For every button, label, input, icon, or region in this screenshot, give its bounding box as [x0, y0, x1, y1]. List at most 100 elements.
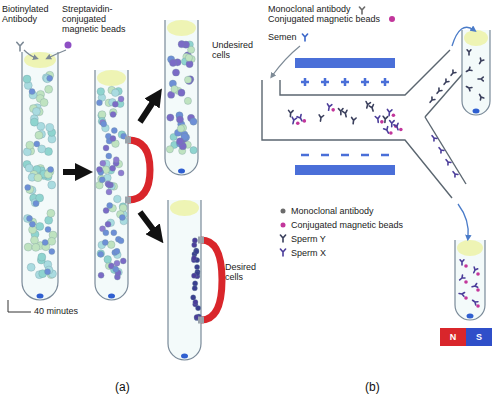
tube-pellet: [467, 314, 474, 319]
magnet-south: [466, 328, 492, 346]
y-antibody: [450, 70, 456, 77]
pour-arrow: [48, 50, 66, 58]
cell: [112, 89, 120, 97]
tube-body: [165, 20, 198, 175]
y-antibody: [471, 299, 478, 305]
y-antibody: [351, 117, 356, 124]
cell: [113, 157, 119, 163]
cell: [114, 248, 120, 254]
tube-pellet: [473, 109, 480, 114]
cell: [33, 200, 39, 206]
bead: [303, 119, 307, 123]
bead: [380, 120, 384, 124]
cell: [120, 258, 126, 264]
cell: [45, 85, 53, 93]
label: Streptavidin-conjugated magnetic beads: [62, 4, 136, 34]
cell: [111, 230, 117, 236]
time-bracket: [8, 300, 31, 312]
y-antibody: [375, 116, 380, 123]
magnet: [125, 137, 150, 204]
y-antibody: [326, 104, 332, 111]
y-antibody: [445, 158, 451, 165]
transfer-arrow: [452, 27, 474, 46]
y-antibody: [383, 116, 388, 122]
y-antibody: [460, 260, 464, 265]
channel-wall: [262, 80, 452, 198]
legend-entry: Conjugated magnetic beads: [291, 219, 403, 231]
y-antibody: [280, 249, 285, 256]
cell: [25, 184, 31, 190]
y-antibody: [472, 267, 478, 273]
cell: [99, 177, 105, 183]
tube-body: [455, 240, 485, 320]
tube-cap: [170, 200, 199, 216]
cell: [24, 243, 32, 251]
tube-pellet: [108, 294, 115, 299]
tube-pellet: [181, 354, 188, 359]
cell: [184, 97, 191, 104]
tube-cap: [97, 70, 126, 86]
cell: [190, 147, 197, 154]
panel-label: (a): [115, 380, 145, 394]
tube-pellet: [178, 169, 185, 174]
plus-sign: [341, 78, 349, 86]
cell: [34, 141, 40, 147]
y-antibody: [465, 85, 471, 91]
legend-entry: Monoclonal antibody: [291, 205, 374, 217]
cell: [103, 230, 109, 236]
bead: [389, 131, 393, 135]
bead: [399, 128, 403, 132]
cell: [98, 111, 106, 119]
tube-body: [462, 30, 490, 115]
result-label: Desired cells: [225, 262, 263, 282]
bead: [392, 113, 396, 117]
cell: [176, 116, 183, 123]
cell: [177, 125, 184, 132]
tube: [165, 20, 198, 175]
bead: [476, 288, 480, 292]
cell: [29, 89, 35, 95]
channel-wall: [425, 117, 466, 184]
channel-wall: [280, 50, 450, 95]
bead: [476, 272, 480, 276]
y-antibody: [436, 88, 442, 95]
y-antibody: [478, 77, 483, 81]
y-antibody: [389, 121, 394, 127]
cell: [178, 89, 185, 96]
input-label: Semen: [268, 32, 302, 42]
y-antibody: [452, 170, 458, 177]
tube: [455, 240, 485, 320]
cell: [110, 136, 116, 142]
cell: [32, 243, 40, 251]
y-antibody: [429, 97, 435, 104]
cell: [194, 249, 199, 254]
plus-sign: [361, 78, 369, 86]
y-antibody: [465, 67, 471, 73]
channel-wall: [425, 70, 466, 117]
plus-sign: [301, 78, 309, 86]
cell: [114, 260, 120, 266]
cell: [195, 264, 200, 269]
plus-sign: [321, 78, 329, 86]
cell: [118, 96, 124, 102]
cell: [96, 100, 102, 106]
cell: [186, 60, 193, 67]
cell: [100, 160, 106, 166]
minus-sign: [321, 154, 329, 157]
cell: [49, 249, 55, 255]
tube-body: [22, 52, 58, 300]
cell: [96, 166, 102, 172]
process-arrow: [140, 96, 157, 122]
magnet-arc: [201, 240, 222, 320]
cell: [185, 54, 192, 61]
cell: [30, 118, 38, 126]
process-arrow: [63, 169, 84, 175]
cell: [98, 272, 104, 278]
cell: [48, 167, 54, 173]
panel-label: (b): [365, 380, 395, 394]
legend-entry: Sperm X: [291, 247, 326, 259]
cell: [98, 251, 104, 257]
cell: [176, 138, 183, 145]
bead: [331, 108, 335, 112]
